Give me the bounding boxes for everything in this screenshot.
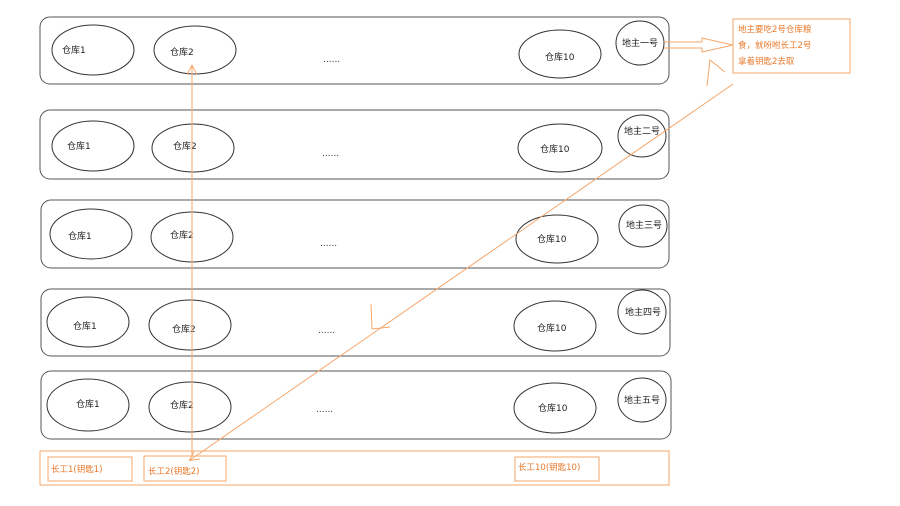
warehouse-1 — [46, 378, 130, 432]
warehouse-2 — [153, 25, 237, 75]
warehouse-2-label: 仓库2 — [170, 399, 194, 411]
note-frame — [732, 18, 851, 74]
worker-1-label: 长工1(钥匙1) — [51, 464, 102, 475]
worker-2-box — [143, 455, 227, 482]
instruction-note: 地主要吃2号仓库粮 食，就吩咐长工2号 拿着钥匙2去取 — [732, 18, 851, 74]
note-to-worker-line — [190, 83, 734, 460]
warehouse-10-label: 仓库10 — [540, 143, 570, 155]
warehouse-1-label: 仓库1 — [62, 44, 86, 56]
warehouse-2-label: 仓库2 — [170, 229, 194, 241]
landlord-node — [617, 114, 667, 158]
warehouse-2-label: 仓库2 — [173, 140, 197, 152]
ellipsis: ...... — [323, 55, 340, 65]
row-frame — [40, 370, 672, 440]
landlord-node — [617, 289, 667, 335]
warehouse-1 — [51, 120, 135, 172]
ellipsis: ...... — [322, 149, 339, 159]
warehouse-10-label: 仓库10 — [538, 402, 568, 414]
warehouse-1-label: 仓库1 — [76, 398, 100, 410]
row-frame — [39, 109, 670, 180]
landlord-row-1: 仓库1 仓库2 ...... 仓库10 地主一号 — [39, 16, 670, 85]
warehouse-10 — [513, 382, 597, 434]
warehouse-1-label: 仓库1 — [73, 320, 97, 332]
warehouse-2 — [151, 123, 235, 173]
diagonal-midpoint-chevron — [370, 303, 391, 330]
landlord-node — [617, 377, 667, 423]
warehouse-2-label: 仓库2 — [172, 323, 196, 335]
warehouse-10 — [513, 300, 597, 352]
warehouse-10-label: 仓库10 — [537, 233, 567, 245]
landlord-row-5: 仓库1 仓库2 ...... 仓库10 地主五号 — [40, 370, 672, 440]
landlord-row-3: 仓库1 仓库2 ...... 仓库10 地主三号 — [40, 199, 670, 269]
warehouse-10-label: 仓库10 — [537, 322, 567, 334]
landlord-label: 地主一号 — [622, 37, 658, 49]
landlord-label: 地主二号 — [624, 125, 660, 137]
ellipsis: ...... — [316, 405, 333, 415]
worker-bar: 长工1(钥匙1) 长工2(钥匙2) 长工10(钥匙10) — [39, 450, 670, 486]
landlord-row-4: 仓库1 仓库2 ...... 仓库10 地主四号 — [40, 288, 671, 357]
landlord-to-note-arrow — [664, 37, 734, 53]
worker-1-box — [47, 456, 133, 482]
landlord-label: 地主三号 — [626, 219, 662, 231]
worker-2-label: 长工2(钥匙2) — [148, 466, 199, 477]
landlord-label: 地主五号 — [624, 394, 660, 406]
landlord-node — [615, 20, 665, 66]
warehouse-1 — [46, 296, 130, 348]
worker-10-box — [514, 456, 600, 482]
row-frame — [40, 288, 671, 357]
warehouse-2 — [148, 299, 232, 351]
ellipsis: ...... — [318, 326, 335, 336]
flow-arrows — [190, 37, 734, 460]
worker-10-label: 长工10(钥匙10) — [518, 462, 580, 473]
warehouse-2-label: 仓库2 — [170, 46, 194, 58]
note-line-1: 地主要吃2号仓库粮 — [738, 24, 812, 35]
warehouse-1-label: 仓库1 — [68, 230, 92, 242]
row-frame — [40, 199, 670, 269]
landlord-row-2: 仓库1 仓库2 ...... 仓库10 地主二号 — [39, 109, 670, 180]
warehouse-10-label: 仓库10 — [545, 51, 575, 63]
warehouse-2 — [148, 381, 232, 433]
ellipsis: ...... — [320, 239, 337, 249]
warehouse-1 — [51, 24, 135, 76]
note-line-2: 食，就吩咐长工2号 — [738, 40, 811, 51]
warehouse-1 — [49, 208, 133, 260]
warehouse-10 — [518, 29, 602, 79]
note-line-3: 拿着钥匙2去取 — [738, 56, 795, 67]
worker-bar-frame — [39, 450, 670, 486]
diagonal-top-chevron — [706, 59, 726, 87]
warehouse-10 — [517, 123, 603, 173]
row-frame — [39, 16, 670, 85]
warehouse-1-label: 仓库1 — [67, 140, 91, 152]
landlord-label: 地主四号 — [625, 306, 661, 318]
landlord-node — [618, 204, 668, 248]
warehouse-10 — [515, 214, 599, 264]
